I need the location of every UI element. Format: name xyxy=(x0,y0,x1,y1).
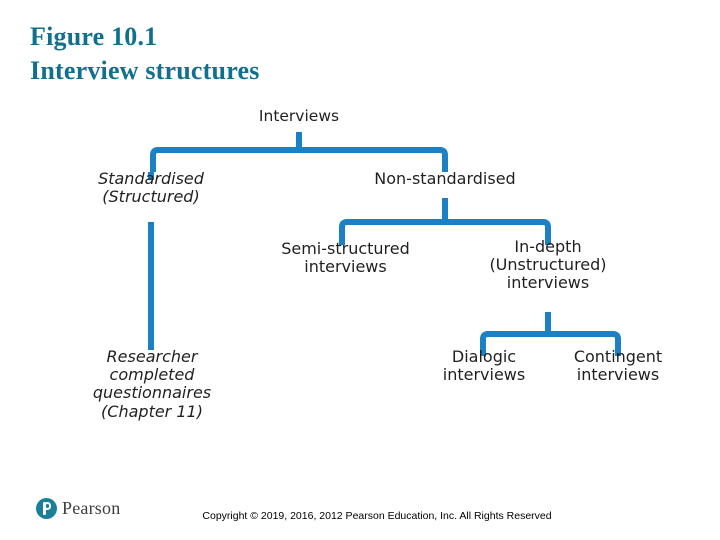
node-researcher-completed-questionnaires: Researcher completed questionnaires (Cha… xyxy=(92,347,212,421)
copyright-notice: Copyright © 2019, 2016, 2012 Pearson Edu… xyxy=(202,510,552,522)
node-semi-structured: Semi-structured interviews xyxy=(281,239,410,277)
node-interviews: Interviews xyxy=(258,107,340,125)
diagram-connectors xyxy=(148,132,621,356)
edge-nonstandardised-split xyxy=(339,219,551,245)
edge-interviews-split xyxy=(150,147,448,172)
page-title: Figure 10.1 Interview structures xyxy=(30,20,550,88)
node-in-depth: In-depth (Unstructured) interviews xyxy=(489,237,607,293)
interview-structures-diagram: Interviews Standardised (Structured) Non… xyxy=(0,100,720,460)
edge-indepth-split xyxy=(480,331,621,356)
node-contingent: Contingent interviews xyxy=(573,347,663,385)
node-non-standardised: Non-standardised xyxy=(374,169,516,188)
title-line-1: Figure 10.1 xyxy=(30,22,158,51)
node-dialogic: Dialogic interviews xyxy=(442,347,526,385)
pearson-logo: Pearson xyxy=(36,498,120,519)
pearson-wordmark: Pearson xyxy=(62,498,121,518)
node-standardised: Standardised (Structured) xyxy=(98,169,204,207)
pearson-p-icon xyxy=(36,498,57,519)
title-line-2: Interview structures xyxy=(30,56,260,85)
